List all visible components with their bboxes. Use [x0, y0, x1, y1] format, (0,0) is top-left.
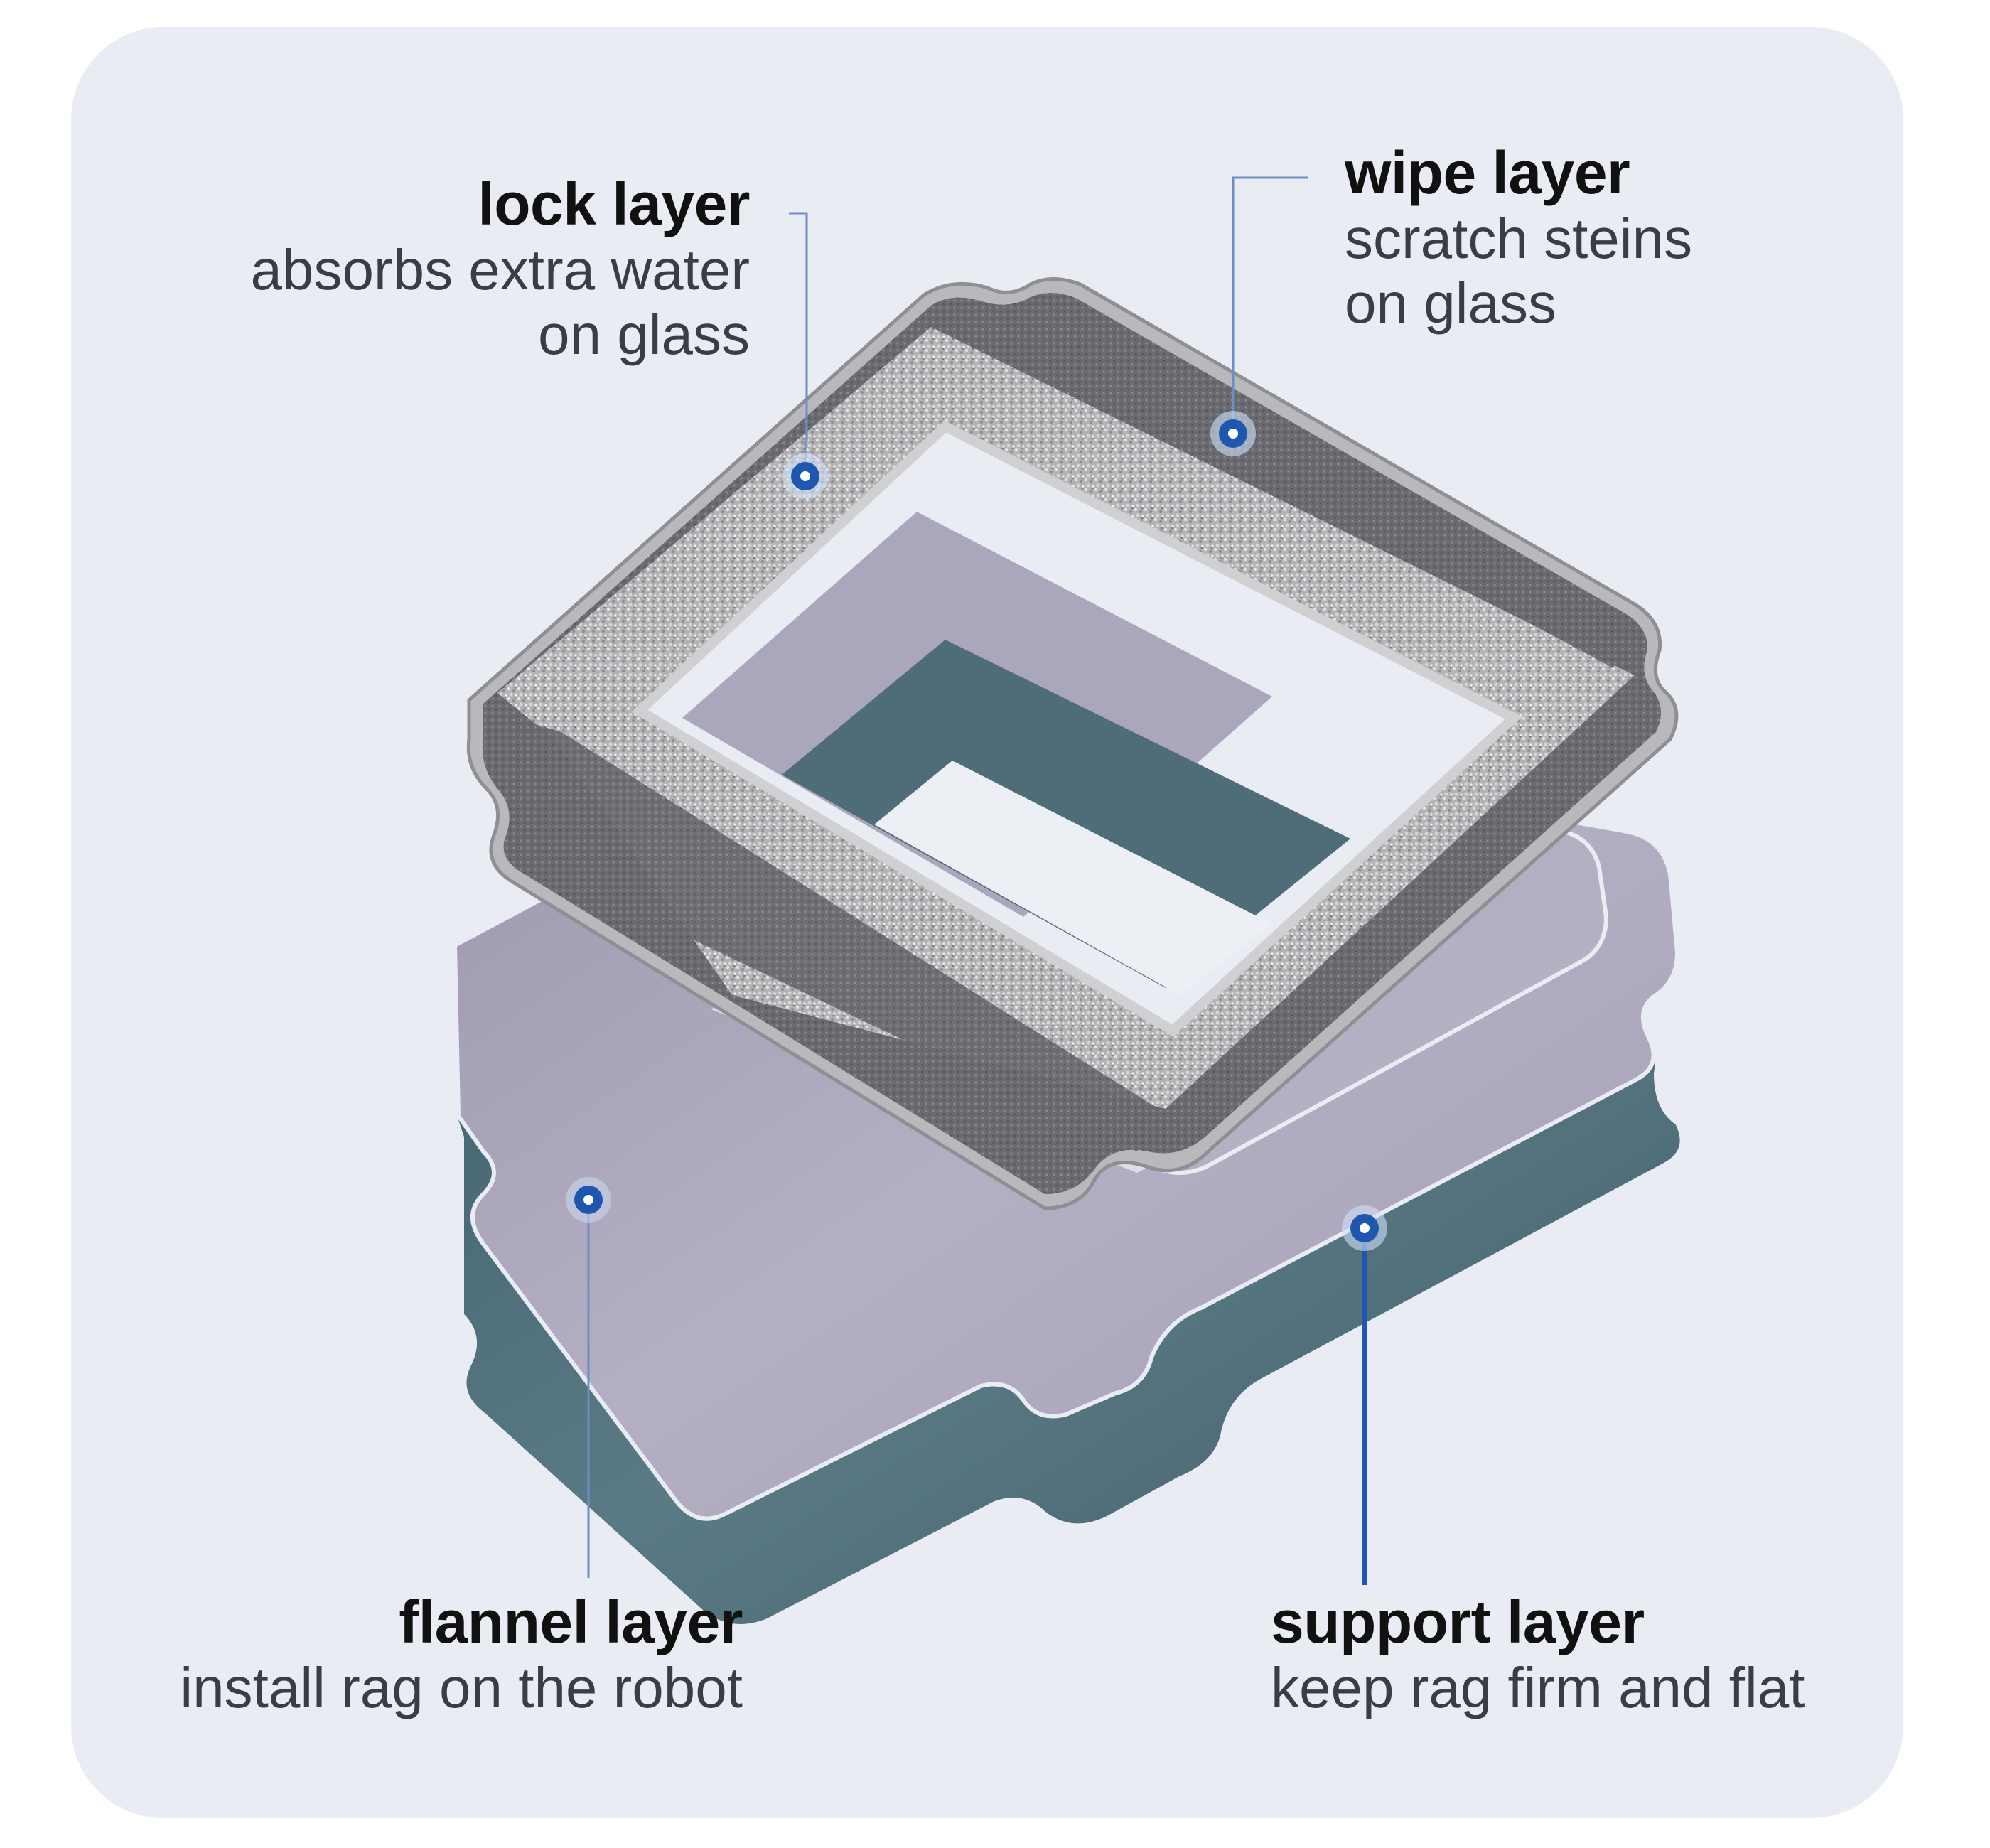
top-frame — [466, 277, 1679, 1210]
callout-flannel — [566, 1177, 611, 1578]
flannel-layer-label: flannel layer install rag on the robot — [103, 1589, 743, 1720]
wipe-layer-desc-2: on glass — [1345, 272, 1556, 335]
lock-layer-desc-2: on glass — [538, 303, 750, 367]
wipe-layer-desc-1: scratch steins — [1345, 207, 1693, 271]
lock-layer-title: lock layer — [478, 171, 750, 237]
lock-layer-label: lock layer absorbs extra water on glass — [181, 171, 750, 367]
flannel-layer-desc-1: install rag on the robot — [180, 1656, 743, 1720]
wipe-layer-title: wipe layer — [1345, 139, 1630, 206]
wipe-layer-label: wipe layer scratch steins on glass — [1345, 139, 1842, 335]
callout-support — [1342, 1205, 1387, 1585]
flannel-layer-title: flannel layer — [399, 1589, 743, 1655]
lock-layer-desc-1: absorbs extra water — [250, 238, 750, 302]
callout-wipe — [1210, 176, 1308, 456]
callout-lock — [782, 212, 828, 499]
support-layer-label: support layer keep rag firm and flat — [1271, 1589, 1910, 1720]
support-layer-title: support layer — [1271, 1589, 1645, 1655]
support-layer-desc-1: keep rag firm and flat — [1271, 1656, 1805, 1720]
